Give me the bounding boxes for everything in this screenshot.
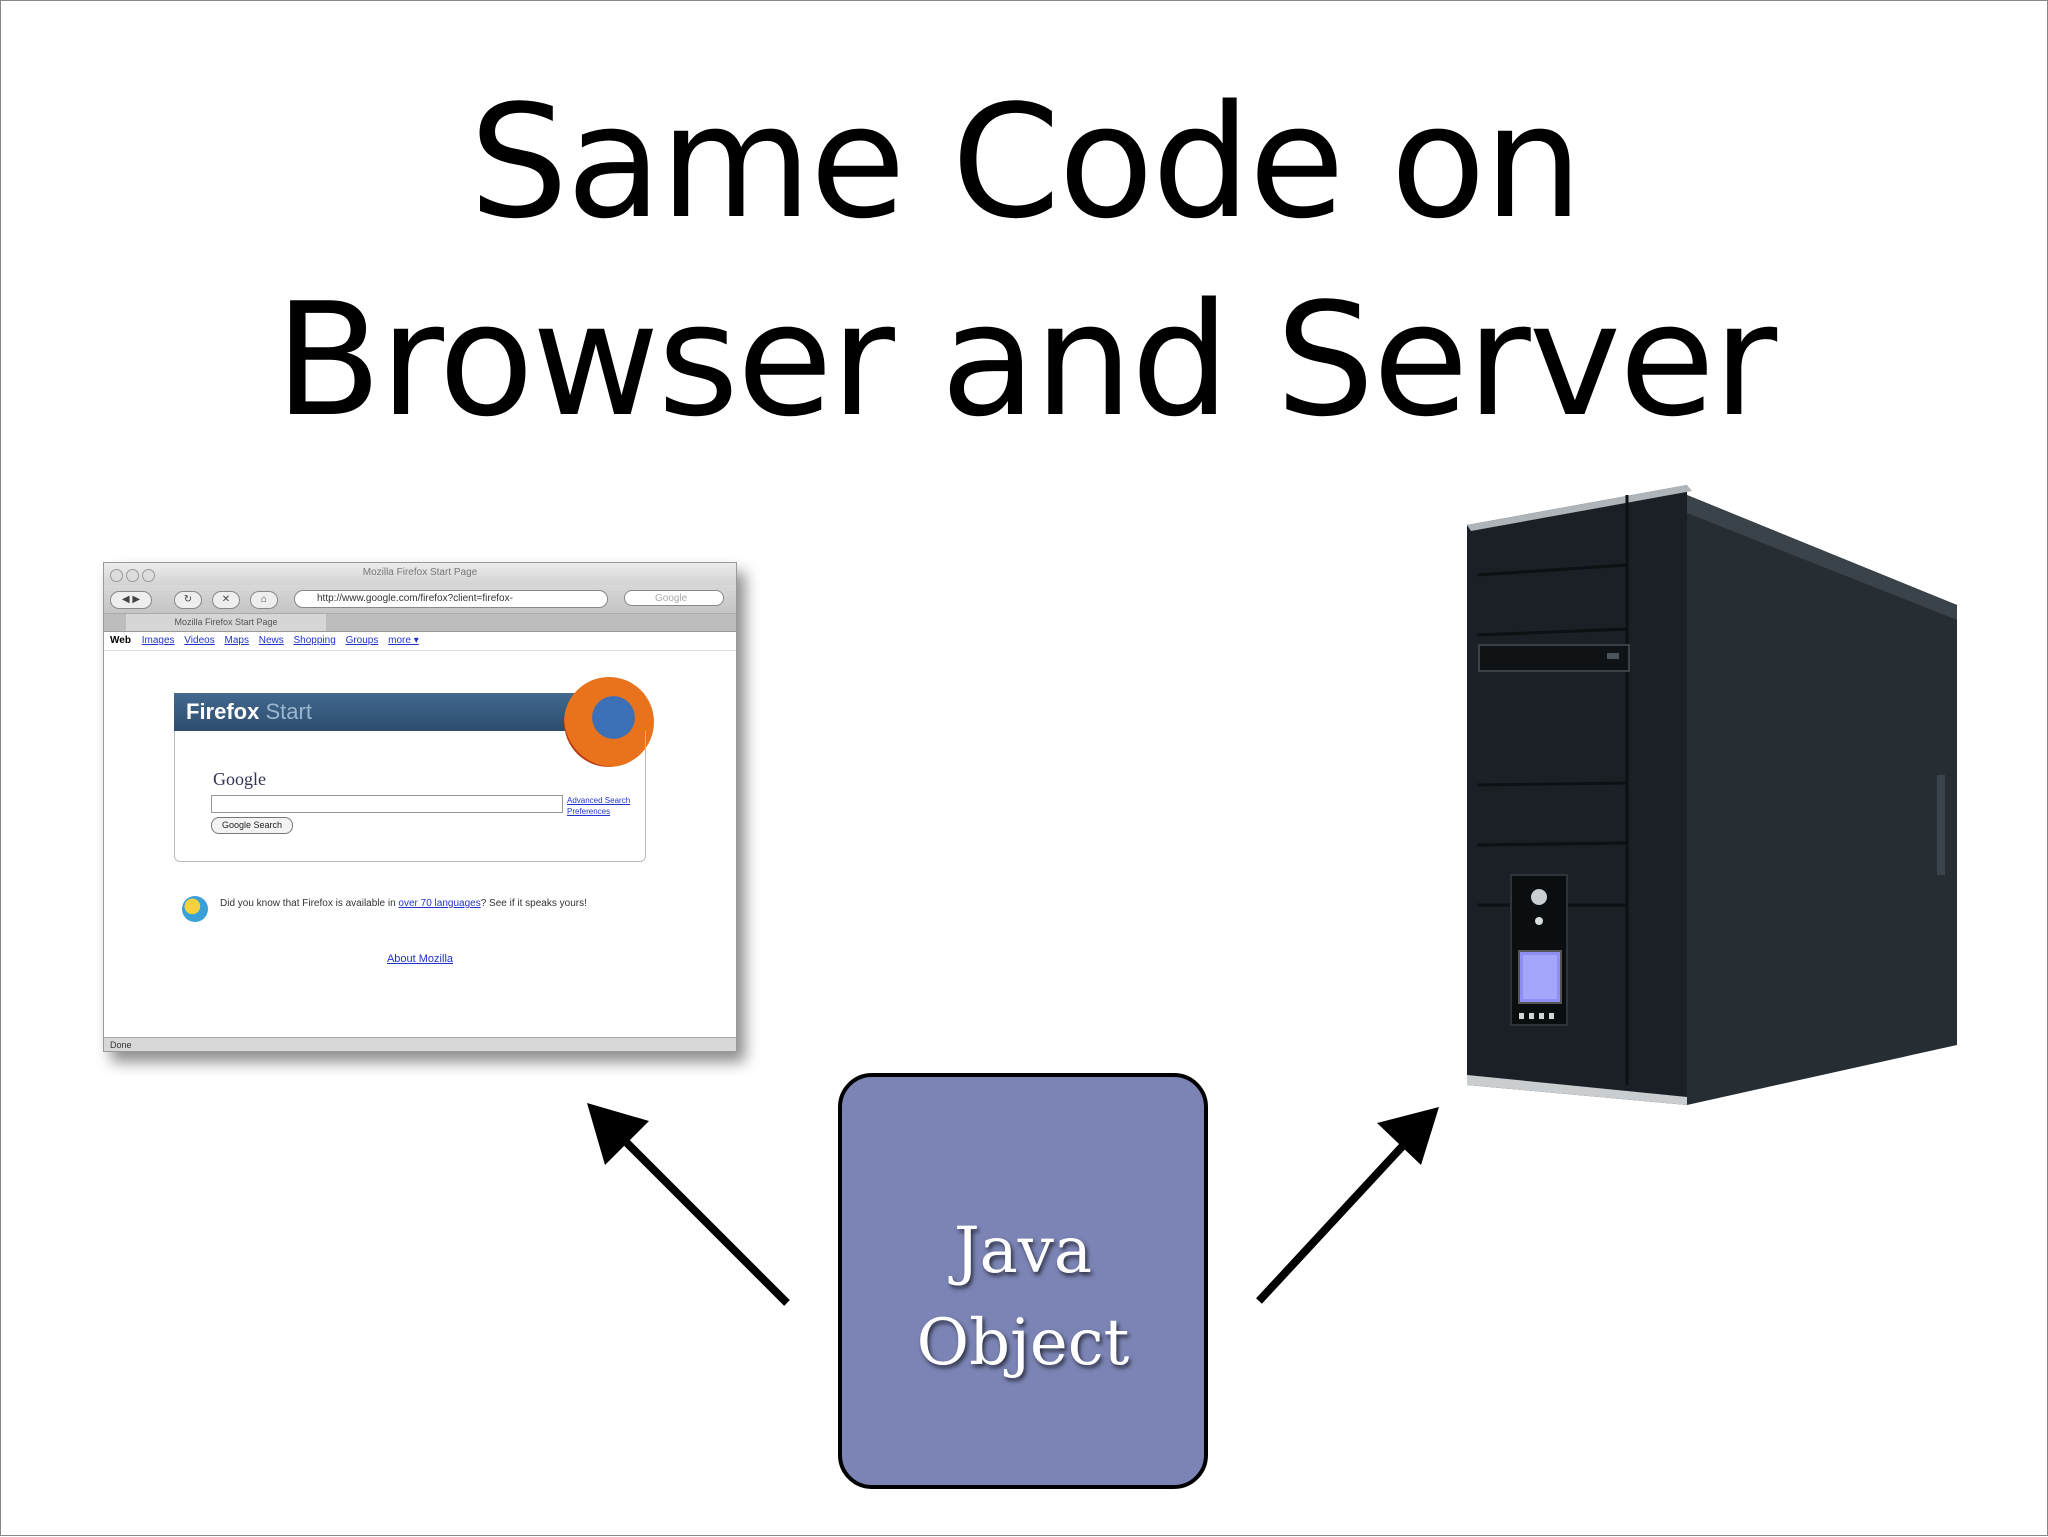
java-object-label: Java Object [842, 1205, 1204, 1389]
title-line-1: Same Code on [469, 71, 1582, 253]
java-label-line-1: Java [953, 1214, 1093, 1288]
about-mozilla-link: About Mozilla [386, 953, 454, 965]
browser-screenshot: Mozilla Firefox Start Page ◀ ▶ ↻ ✕ ⌂ htt… [103, 562, 737, 1052]
did-you-know-after: ? See if it speaks yours! [480, 898, 587, 909]
google-nav-bar: Web Images Videos Maps News Shopping Gro… [104, 632, 736, 651]
nav-link-shopping: Shopping [293, 635, 336, 646]
google-search-input [211, 795, 563, 813]
home-icon: ⌂ [250, 591, 278, 609]
browser-title-bar: Mozilla Firefox Start Page [104, 563, 736, 585]
stop-icon: ✕ [212, 591, 240, 609]
globe-icon [182, 896, 208, 922]
nav-link-news: News [258, 635, 284, 646]
google-search-button: Google Search [211, 817, 293, 834]
google-side-links: Advanced Search Preferences [567, 795, 630, 817]
languages-link: over 70 languages [398, 898, 481, 909]
browser-window-title: Mozilla Firefox Start Page [362, 567, 478, 578]
nav-link-maps: Maps [224, 635, 249, 646]
tab-strip: Mozilla Firefox Start Page [104, 614, 736, 632]
java-label-line-2: Object [916, 1306, 1130, 1380]
google-search-panel: Google Google Search Advanced Search Pre… [174, 731, 646, 862]
browser-status-bar: Done [104, 1037, 736, 1051]
nav-link-videos: Videos [184, 635, 215, 646]
nav-web: Web [110, 635, 131, 646]
preferences-link: Preferences [567, 807, 611, 816]
did-you-know-before: Did you know that Firefox is available i… [220, 898, 396, 909]
back-forward-icon: ◀ ▶ [110, 591, 152, 609]
arrow-to-browser-icon [587, 1103, 790, 1306]
nav-link-images: Images [141, 635, 175, 646]
zoom-dot-icon [142, 569, 155, 582]
tab-label: Mozilla Firefox Start Page [126, 614, 326, 631]
nav-link-more: more ▾ [388, 635, 419, 646]
arrow-to-server-icon [1256, 1107, 1439, 1304]
reload-icon: ↻ [174, 591, 202, 609]
nav-link-groups: Groups [345, 635, 379, 646]
close-dot-icon [110, 569, 123, 582]
browser-toolbar: ◀ ▶ ↻ ✕ ⌂ http://www.google.com/firefox?… [104, 585, 736, 614]
url-bar: http://www.google.com/firefox?client=fir… [294, 590, 608, 608]
did-you-know-text: Did you know that Firefox is available i… [220, 898, 587, 909]
slide-title: Same Code on Browser and Server [1, 63, 2048, 459]
title-line-2: Browser and Server [274, 269, 1777, 451]
java-object-box: Java Object [838, 1073, 1208, 1489]
google-logo: Google [213, 769, 266, 789]
banner-start: Start [265, 699, 312, 724]
advanced-search-link: Advanced Search [567, 796, 631, 805]
server-tower-icon [1467, 485, 1957, 1105]
banner-firefox: Firefox [186, 699, 260, 724]
search-box: Google [624, 590, 724, 606]
firefox-logo-icon [564, 677, 654, 767]
minimize-dot-icon [126, 569, 139, 582]
